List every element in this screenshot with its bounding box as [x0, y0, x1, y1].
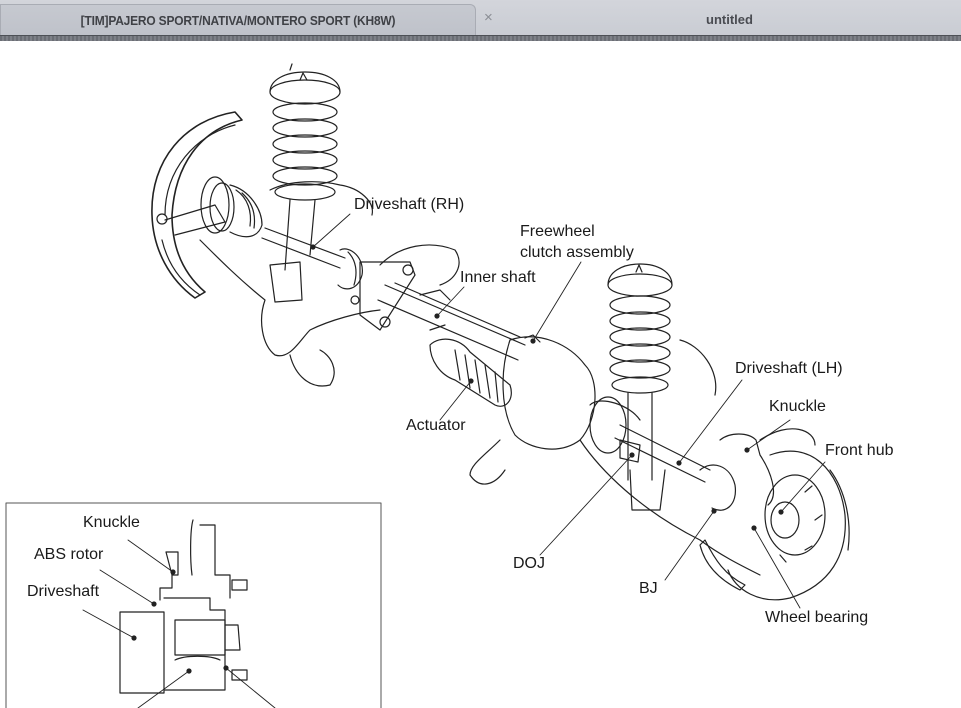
leader-lines — [312, 213, 826, 609]
label-freewheel-line2: clutch assembly — [520, 244, 634, 261]
toolbar-divider — [0, 35, 961, 42]
inset-label-driveshaft: Driveshaft — [27, 583, 100, 600]
actuator-part — [429, 338, 512, 407]
tab-untitled[interactable]: untitled — [498, 4, 961, 35]
tab-bar: [TIM]PAJERO SPORT/NATIVA/MONTERO SPORT (… — [0, 0, 961, 36]
tab-tim-pajero[interactable]: [TIM]PAJERO SPORT/NATIVA/MONTERO SPORT (… — [0, 4, 476, 35]
label-doj: DOJ — [513, 555, 545, 572]
label-knuckle: Knuckle — [769, 398, 826, 415]
inset-label-knuckle: Knuckle — [83, 514, 140, 531]
inset-label-abs-rotor: ABS rotor — [34, 546, 104, 563]
doj-part — [589, 396, 641, 463]
tab-label: [TIM]PAJERO SPORT/NATIVA/MONTERO SPORT (… — [80, 12, 396, 28]
rh-lower-arm — [199, 181, 460, 387]
label-wheel-bearing: Wheel bearing — [765, 609, 869, 626]
close-tab-icon[interactable]: × — [484, 9, 493, 26]
label-freewheel-line1: Freewheel — [520, 223, 595, 240]
label-driveshaft-lh: Driveshaft (LH) — [735, 360, 843, 377]
hub-section-inset — [5, 502, 382, 708]
lh-strut-spring — [607, 263, 717, 511]
label-driveshaft-rh: Driveshaft (RH) — [354, 196, 465, 213]
label-actuator: Actuator — [406, 417, 466, 434]
label-inner-shaft: Inner shaft — [460, 269, 536, 286]
rh-outer-joint — [200, 176, 263, 238]
driveshaft-lh-part — [614, 424, 711, 483]
lh-wheel-assembly — [699, 428, 850, 601]
rh-strut-spring — [269, 63, 341, 303]
rh-brake-disc — [151, 111, 243, 299]
differential-body — [469, 334, 761, 576]
front-axle-diagram — [5, 63, 850, 708]
diagram-canvas: Driveshaft (RH) Freewheel clutch assembl… — [0, 41, 961, 708]
driveshaft-rh-part — [261, 227, 363, 290]
label-front-hub: Front hub — [825, 442, 894, 459]
label-bj: BJ — [639, 580, 658, 597]
tab-label: untitled — [706, 12, 753, 27]
